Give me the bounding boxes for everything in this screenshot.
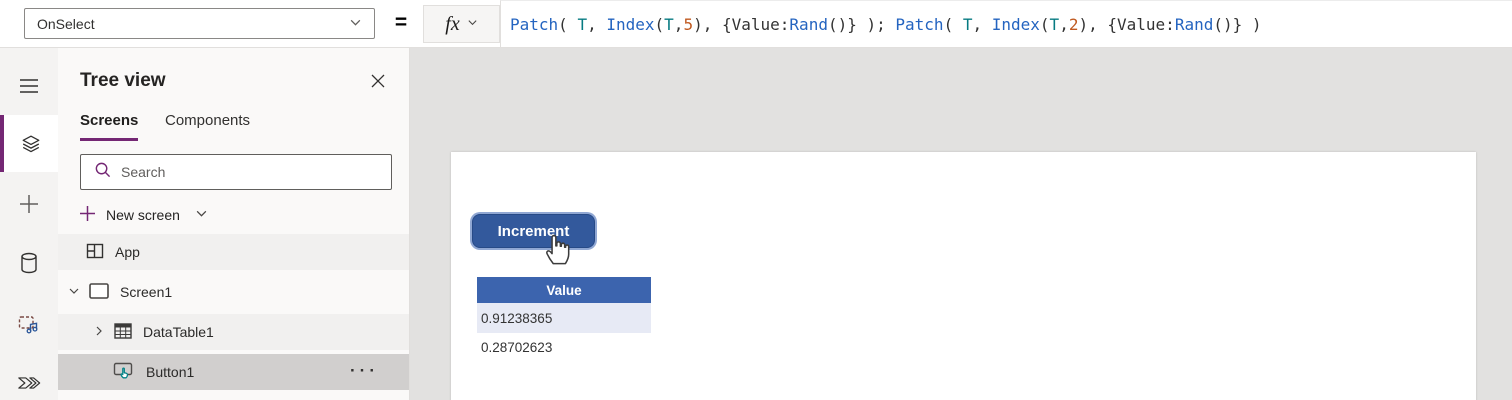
formula-token: , {Value: — [702, 14, 790, 34]
tree-item-screen1[interactable]: Screen1 — [58, 274, 409, 310]
chevron-down-icon — [349, 16, 362, 32]
left-icon-rail — [0, 48, 58, 400]
property-selector[interactable]: OnSelect — [24, 8, 375, 39]
search-icon — [81, 161, 121, 183]
canvas-workspace: Increment Value 0.91238365 0.28702623 — [410, 48, 1512, 400]
equals-sign: = — [394, 11, 408, 34]
menu-button[interactable] — [0, 69, 58, 103]
close-panel-button[interactable] — [367, 72, 389, 94]
table-row[interactable]: 0.28702623 — [481, 340, 553, 355]
formula-token: , — [673, 14, 684, 34]
tree-item-label: Screen1 — [120, 284, 173, 300]
data-table-icon — [114, 322, 132, 342]
database-icon — [19, 252, 39, 274]
formula-token: 2 — [1068, 14, 1079, 34]
app-icon — [86, 242, 104, 263]
fx-dropdown-button[interactable]: fx — [423, 5, 500, 43]
property-selector-value: OnSelect — [37, 15, 95, 32]
formula-token: ( — [943, 14, 963, 34]
formula-token: Patch — [510, 14, 559, 34]
table-column-header[interactable]: Value — [477, 277, 651, 303]
new-screen-label: New screen — [106, 207, 180, 223]
formula-token: Rand — [1174, 14, 1214, 34]
formula-token: ( — [558, 14, 578, 34]
formula-token: , — [1059, 14, 1069, 34]
main-area: Tree view Screens Components — [0, 48, 1512, 400]
formula-token: , — [972, 14, 992, 34]
tree-view-panel: Tree view Screens Components — [58, 48, 410, 400]
media-icon — [18, 314, 40, 334]
chevron-down-icon — [467, 15, 478, 33]
button-icon — [113, 361, 135, 384]
sidebar-item-tree-view[interactable] — [0, 115, 58, 172]
tree-item-label: App — [115, 244, 140, 260]
tab-components[interactable]: Components — [165, 112, 251, 129]
tab-screens[interactable]: Screens — [80, 112, 139, 129]
formula-token: ) — [693, 14, 703, 34]
plus-icon — [80, 206, 95, 224]
sidebar-item-media[interactable] — [0, 307, 58, 341]
search-box[interactable] — [80, 154, 392, 190]
formula-token: Rand — [789, 14, 828, 34]
formula-input[interactable]: Patch( T, Index(T,5), {Value:Rand()} ); … — [500, 0, 1512, 47]
formula-token: T — [577, 14, 588, 34]
new-screen-button[interactable]: New screen — [80, 200, 208, 230]
chevron-right-icon — [93, 324, 105, 340]
screen-icon — [89, 282, 109, 302]
sidebar-item-insert[interactable] — [0, 187, 58, 221]
chevron-down-icon — [195, 207, 208, 223]
formula-token: T — [1049, 14, 1060, 34]
data-table-control[interactable]: Value 0.91238365 0.28702623 — [477, 277, 651, 362]
active-tab-underline — [80, 138, 138, 141]
tree-item-datatable1[interactable]: DataTable1 — [58, 314, 409, 350]
tree-item-label: Button1 — [146, 364, 195, 380]
formula-token: T — [962, 14, 973, 34]
increment-button[interactable]: Increment — [472, 214, 595, 248]
close-icon — [370, 73, 386, 94]
chevron-down-icon — [68, 284, 80, 300]
hamburger-menu-icon — [19, 78, 39, 94]
fx-icon: fx — [445, 12, 460, 35]
table-row[interactable]: 0.91238365 — [477, 303, 651, 333]
formula-token: , — [587, 14, 607, 34]
panel-title: Tree view — [80, 70, 166, 91]
tree-view-icon — [20, 133, 42, 155]
formula-toolbar: OnSelect = fx Patch( T, Index(T,5), {Val… — [0, 0, 1512, 48]
formula-token: ( — [1039, 14, 1050, 34]
more-options-button[interactable]: ··· — [350, 361, 379, 380]
formula-token: Patch — [895, 14, 944, 34]
plus-icon — [19, 194, 39, 214]
formula-token: ) — [1078, 14, 1089, 34]
app-canvas[interactable]: Increment Value 0.91238365 0.28702623 — [451, 152, 1476, 400]
power-automate-icon — [17, 374, 41, 392]
sidebar-item-data[interactable] — [0, 246, 58, 280]
tree-item-label: DataTable1 — [143, 324, 214, 340]
search-input[interactable] — [121, 155, 391, 189]
formula-token: ( — [654, 14, 665, 34]
formula-token: Index — [606, 14, 655, 34]
tree-item-app[interactable]: App — [58, 234, 409, 270]
formula-token: 5 — [683, 14, 694, 34]
sidebar-item-power-automate[interactable] — [0, 366, 58, 400]
formula-token: T — [664, 14, 674, 34]
formula-token: ()} ); — [827, 14, 896, 34]
formula-token: ()} ) — [1213, 14, 1262, 34]
tree-item-button1[interactable]: Button1 ··· — [58, 354, 409, 390]
formula-token: , {Value: — [1088, 14, 1175, 34]
formula-token: Index — [991, 14, 1040, 34]
